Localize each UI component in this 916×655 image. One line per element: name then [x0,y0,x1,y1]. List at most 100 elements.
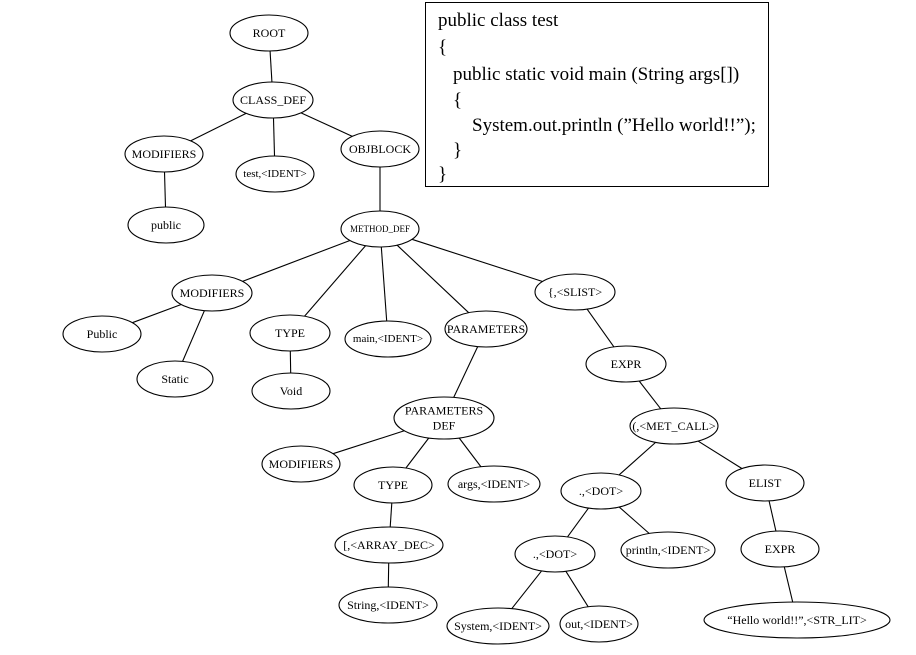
node-ellipse [261,445,341,483]
node-label: (,<MET_CALL> [632,419,715,433]
node-label: TYPE [378,478,408,492]
tree-node-met-call: (,<MET_CALL> [629,407,719,445]
tree-node-elist: ELIST [725,464,805,502]
tree-edge [242,239,351,282]
node-label: MODIFIERS [180,286,245,300]
tree-node-type-1: TYPE [249,314,331,352]
tree-node-expr-2: EXPR [740,530,820,568]
code-line: } [453,140,463,161]
tree-node-slist: {,<SLIST> [534,273,616,311]
tree-edge [389,502,393,528]
tree-edge [272,117,276,157]
code-line: { [453,90,463,111]
node-ellipse [235,155,315,193]
node-ellipse [251,372,331,410]
tree-node-modifiers-3: MODIFIERS [261,445,341,483]
tree-node-public-1: public [127,206,205,244]
tree-node-main-ident: main,<IDENT> [344,320,432,358]
tree-edge [396,244,470,314]
node-ellipse [534,273,616,311]
code-line: public class test [438,10,559,31]
tree-edge [618,506,650,534]
tree-node-modifiers-1: MODIFIERS [124,135,204,173]
node-ellipse [340,210,420,248]
tree-node-void: Void [251,372,331,410]
node-label: .,<DOT> [579,484,623,498]
tree-edge [411,238,543,283]
node-ellipse [585,345,667,383]
node-label: [,<ARRAY_DEC> [343,538,435,552]
tree-edge [768,500,777,532]
node-label: EXPR [611,357,642,371]
tree-node-objblock: OBJBLOCK [340,130,420,168]
tree-edge [304,245,366,317]
node-label: MODIFIERS [132,147,197,161]
node-ellipse [171,274,253,312]
tree-node-out-ident: out,<IDENT> [559,605,639,643]
tree-edge [453,346,479,398]
node-label: main,<IDENT> [353,333,423,345]
tree-edge [182,310,205,362]
node-label: CLASS_DEF [240,93,306,107]
node-label: Static [161,372,188,386]
node-ellipse [725,464,805,502]
node-ellipse [629,407,719,445]
tree-node-public-2: Public [62,315,142,353]
node-label: METHOD_DEF [350,224,410,234]
tree-nodes: ROOT CLASS_DEF MODIFIERS test,<IDENT> OBJBLO… [62,14,891,645]
tree-node-type-2: TYPE [353,466,433,504]
node-label: {,<SLIST> [548,285,603,299]
code-line: { [438,37,448,58]
code-line: System.out.println (”Hello world!!”); [472,115,756,136]
node-label: Void [280,384,302,398]
node-label: public [151,218,181,232]
node-ellipse [740,530,820,568]
node-label: MODIFIERS [269,457,334,471]
node-ellipse [620,531,716,569]
tree-edge [586,308,615,348]
tree-edge [163,171,167,208]
tree-edge [132,303,182,324]
node-label: Public [87,327,118,341]
node-label: EXPR [765,542,796,556]
tree-edge [190,112,247,142]
node-label: args,<IDENT> [458,477,531,491]
node-label: .,<DOT> [533,547,577,561]
tree-node-array-dec: [,<ARRAY_DEC> [334,526,444,564]
code-line: } [438,164,448,185]
node-label: ELIST [749,476,782,490]
node-ellipse [560,472,642,510]
node-ellipse [334,526,444,564]
node-ellipse [393,396,495,440]
tree-node-test-ident: test,<IDENT> [235,155,315,193]
node-label: PARAMETERS [405,404,483,418]
node-ellipse [444,310,528,348]
node-label: String,<IDENT> [347,598,429,612]
node-label: println,<IDENT> [626,543,711,557]
tree-node-dot-2: .,<DOT> [514,535,596,573]
node-label: “Hello world!!”,<STR_LIT> [727,613,867,627]
node-ellipse [514,535,596,573]
tree-node-class-def: CLASS_DEF [232,81,314,119]
node-ellipse [559,605,639,643]
tree-edge [567,507,589,538]
node-ellipse [249,314,331,352]
tree-edges [132,50,794,610]
node-label: System,<IDENT> [454,619,542,633]
tree-edge [618,441,656,476]
tree-node-root: ROOT [229,14,309,52]
node-ellipse [703,601,891,639]
node-ellipse [232,81,314,119]
node-ellipse [447,465,541,503]
tree-node-expr-1: EXPR [585,345,667,383]
node-label: OBJBLOCK [349,142,411,156]
node-label: DEF [433,419,456,433]
tree-edge [405,437,430,469]
tree-node-system-ident: System,<IDENT> [446,607,550,645]
code-box: public class test { public static void m… [425,2,769,187]
tree-edge [300,112,353,137]
tree-edge [380,246,388,322]
tree-node-args-ident: args,<IDENT> [447,465,541,503]
